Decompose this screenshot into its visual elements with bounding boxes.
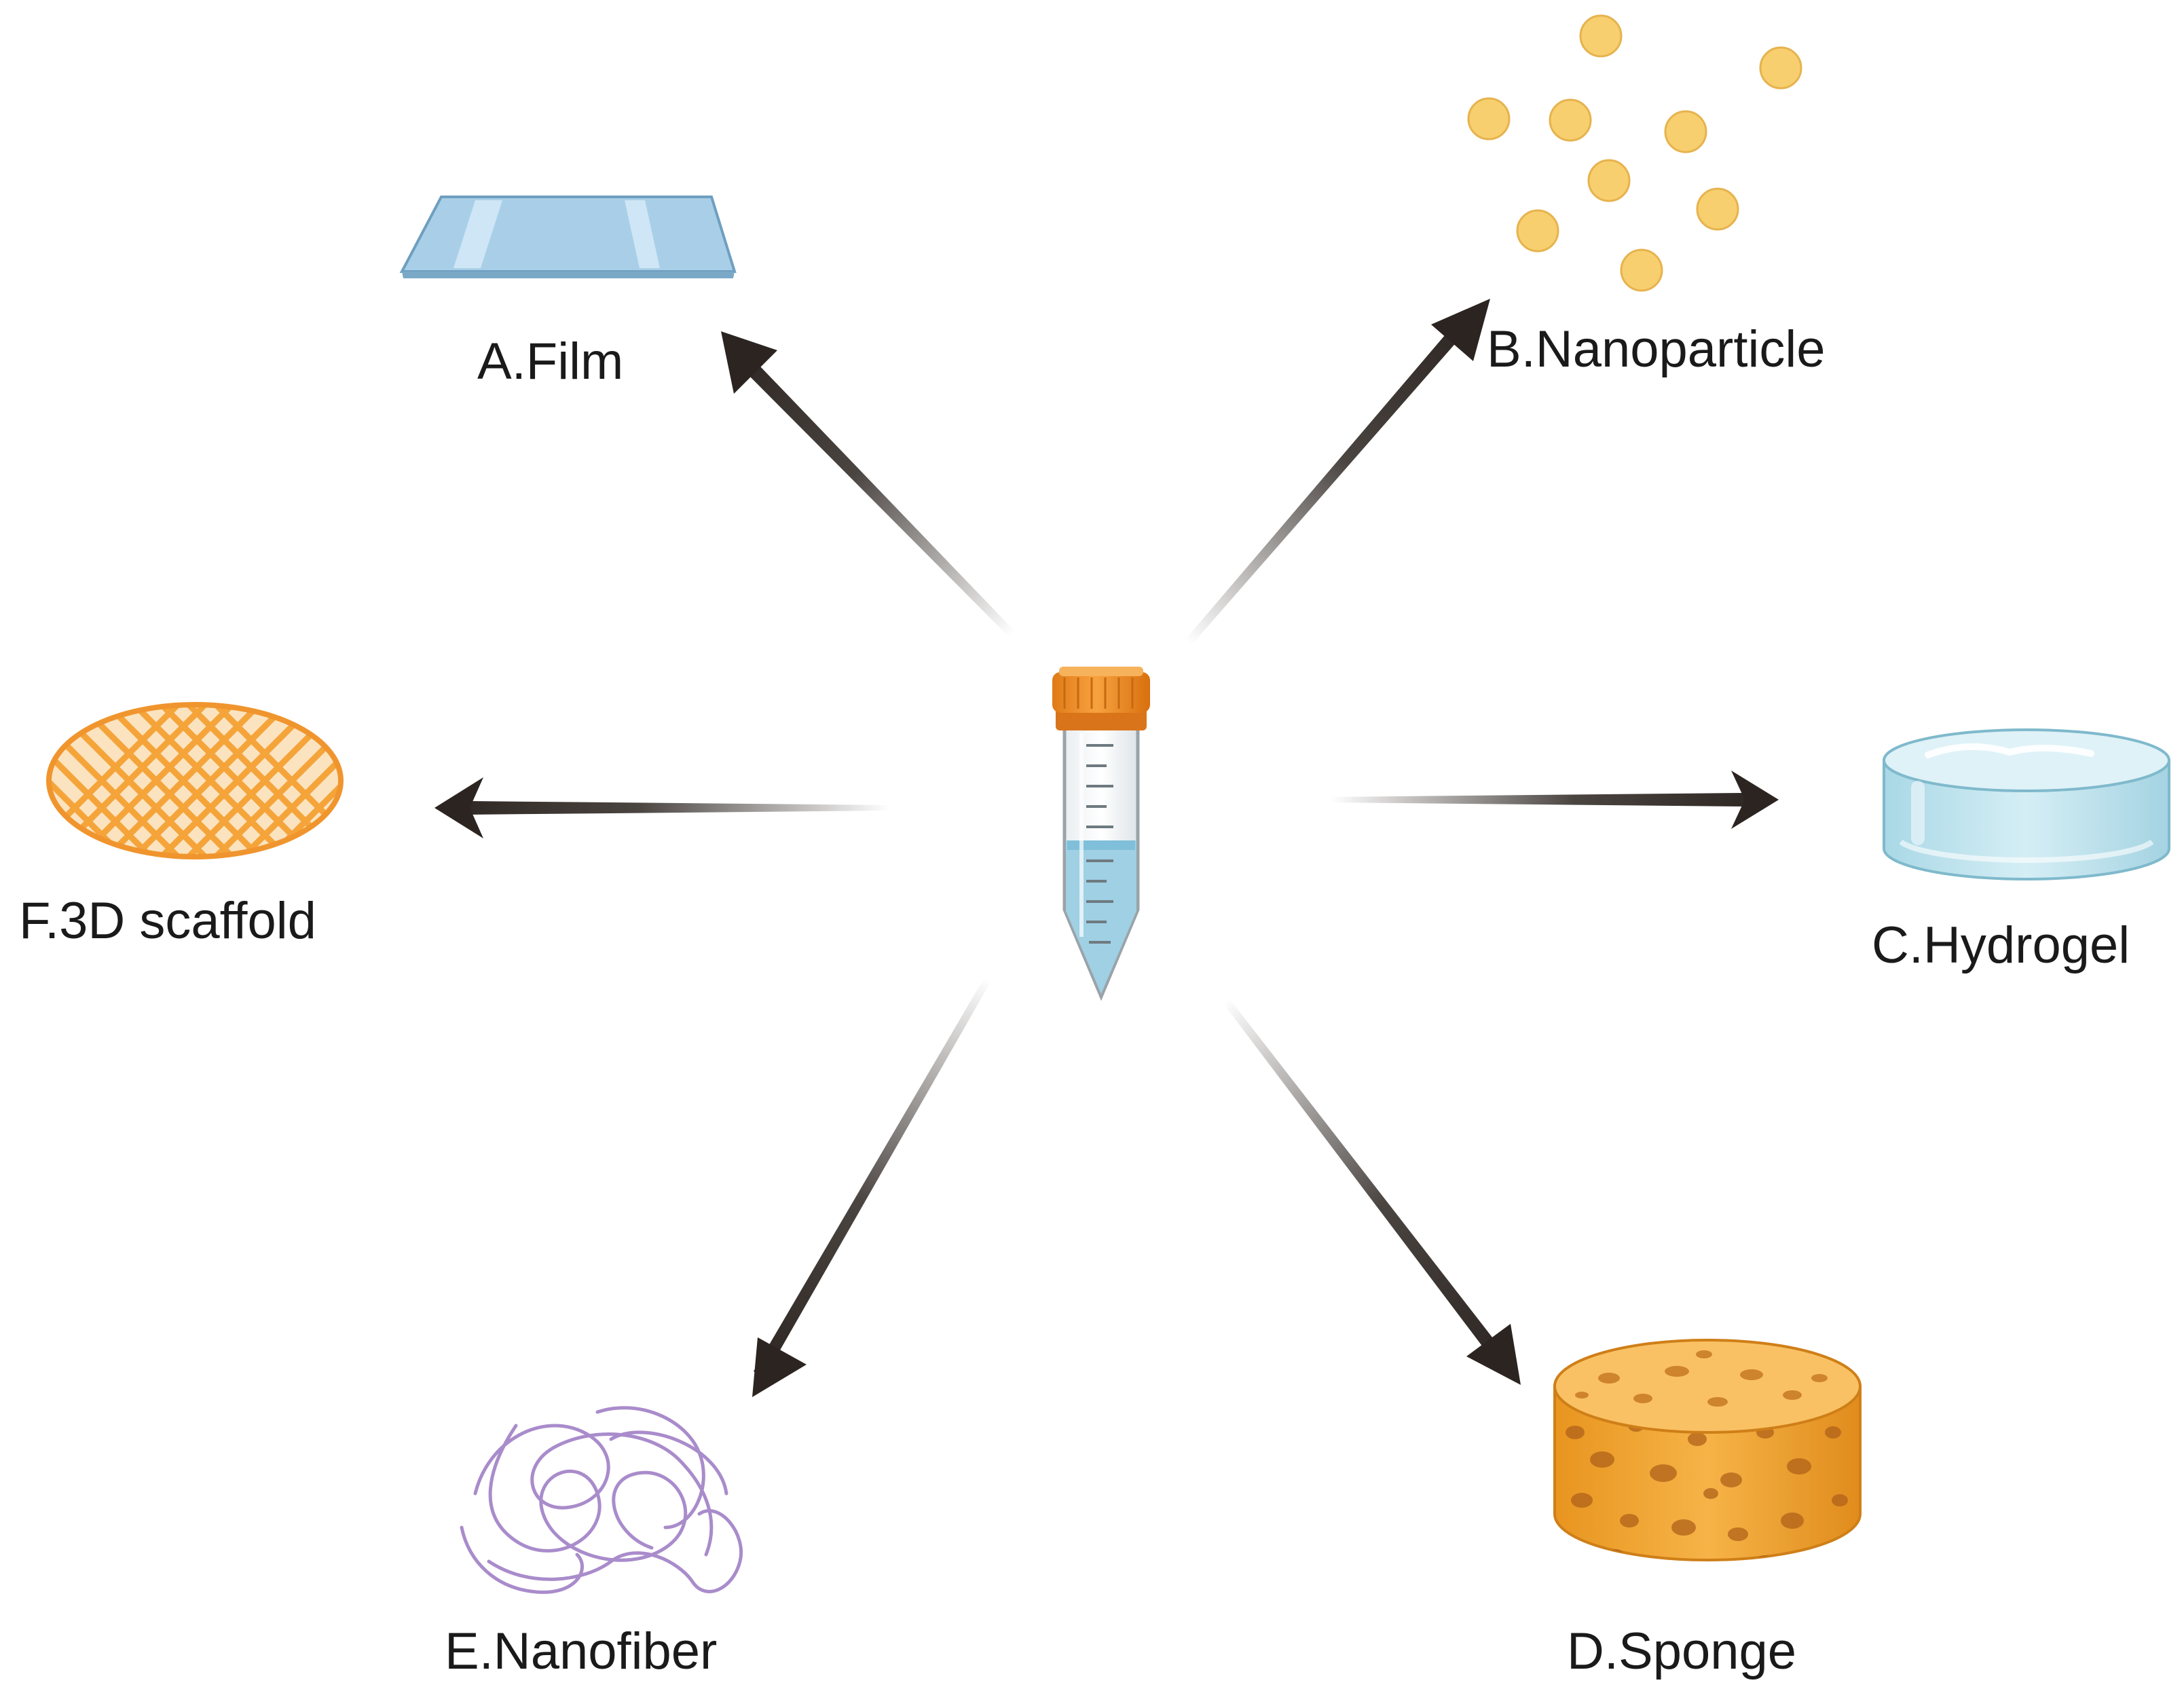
label-sponge: D.Sponge xyxy=(1567,1622,1796,1680)
arrow-to-nanofiber xyxy=(752,978,991,1397)
label-3d-scaffold: F.3D scaffold xyxy=(19,892,316,950)
label-nanoparticle: B.Nanoparticle xyxy=(1487,320,1826,378)
label-hydrogel: C.Hydrogel xyxy=(1872,916,2130,974)
arrow-to-3d-scaffold xyxy=(434,777,889,838)
arrow-to-film xyxy=(721,331,1015,637)
label-nanofiber: E.Nanofiber xyxy=(445,1622,717,1680)
3d-scaffold-icon xyxy=(46,702,344,859)
film-icon xyxy=(399,196,737,278)
sponge-icon xyxy=(1553,1339,1862,1561)
nanofiber-icon xyxy=(460,1406,743,1594)
arrow-to-sponge xyxy=(1223,998,1521,1385)
arrow-to-nanoparticle xyxy=(1185,299,1490,645)
label-film: A.Film xyxy=(477,333,623,390)
arrow-to-hydrogel xyxy=(1331,771,1779,829)
centrifuge-tube-icon xyxy=(1052,667,1150,1001)
hydrogel-icon xyxy=(1883,728,2170,880)
nanoparticle-icon xyxy=(1467,14,1802,292)
